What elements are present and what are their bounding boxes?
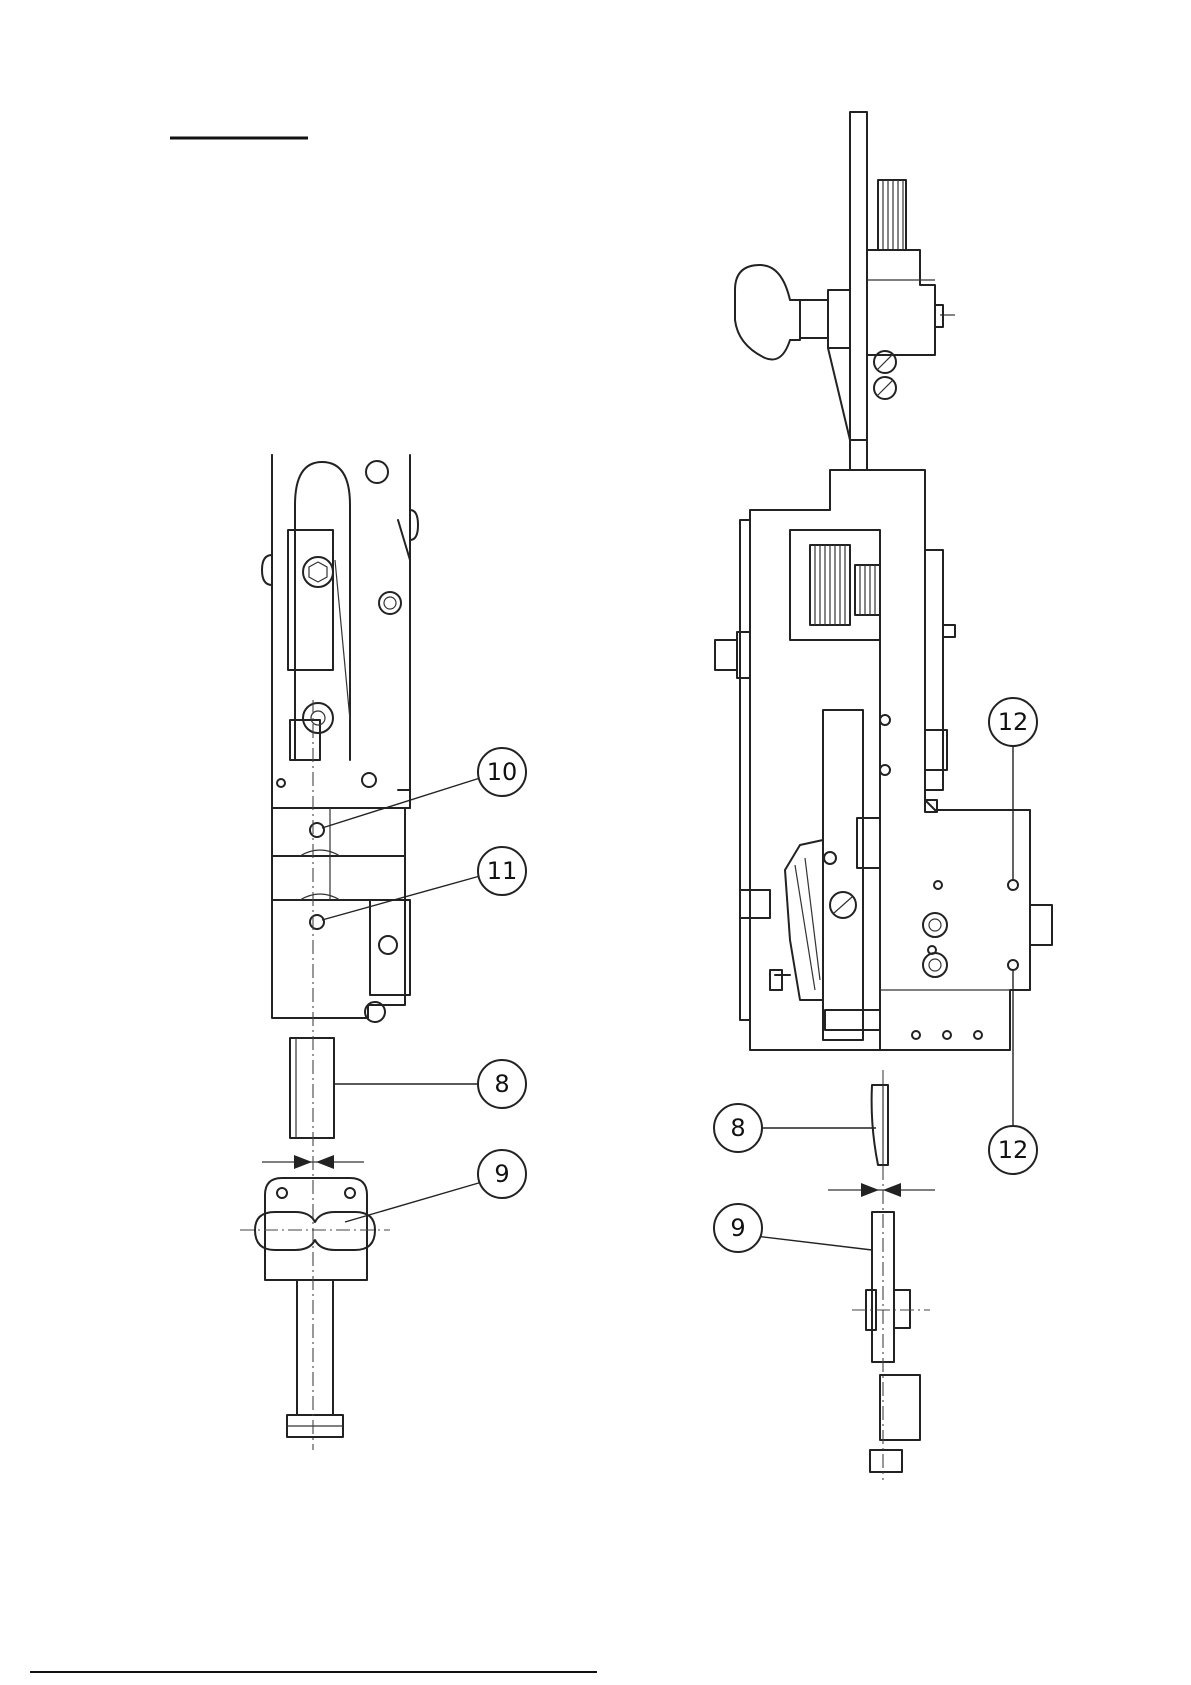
callout-8-right: 8 <box>714 1104 876 1152</box>
left-front-view <box>240 455 418 1450</box>
callout-8-left: 8 <box>334 1060 526 1108</box>
callout-8-right-label: 8 <box>730 1114 745 1142</box>
callout-11-label: 11 <box>487 857 518 885</box>
callout-10-label: 10 <box>487 758 518 786</box>
callout-9-left-label: 9 <box>494 1160 509 1188</box>
callout-12-top-label: 12 <box>998 708 1029 736</box>
callout-10: 10 <box>322 748 526 828</box>
callout-12-bottom-label: 12 <box>998 1136 1029 1164</box>
callout-9-right-label: 9 <box>730 1214 745 1242</box>
right-side-view <box>715 112 1052 1480</box>
callout-9-left: 9 <box>345 1150 526 1222</box>
callout-11: 11 <box>322 847 526 920</box>
callout-12-bottom: 12 <box>989 969 1037 1174</box>
callout-9-right: 9 <box>714 1204 872 1252</box>
callout-8-left-label: 8 <box>494 1070 509 1098</box>
